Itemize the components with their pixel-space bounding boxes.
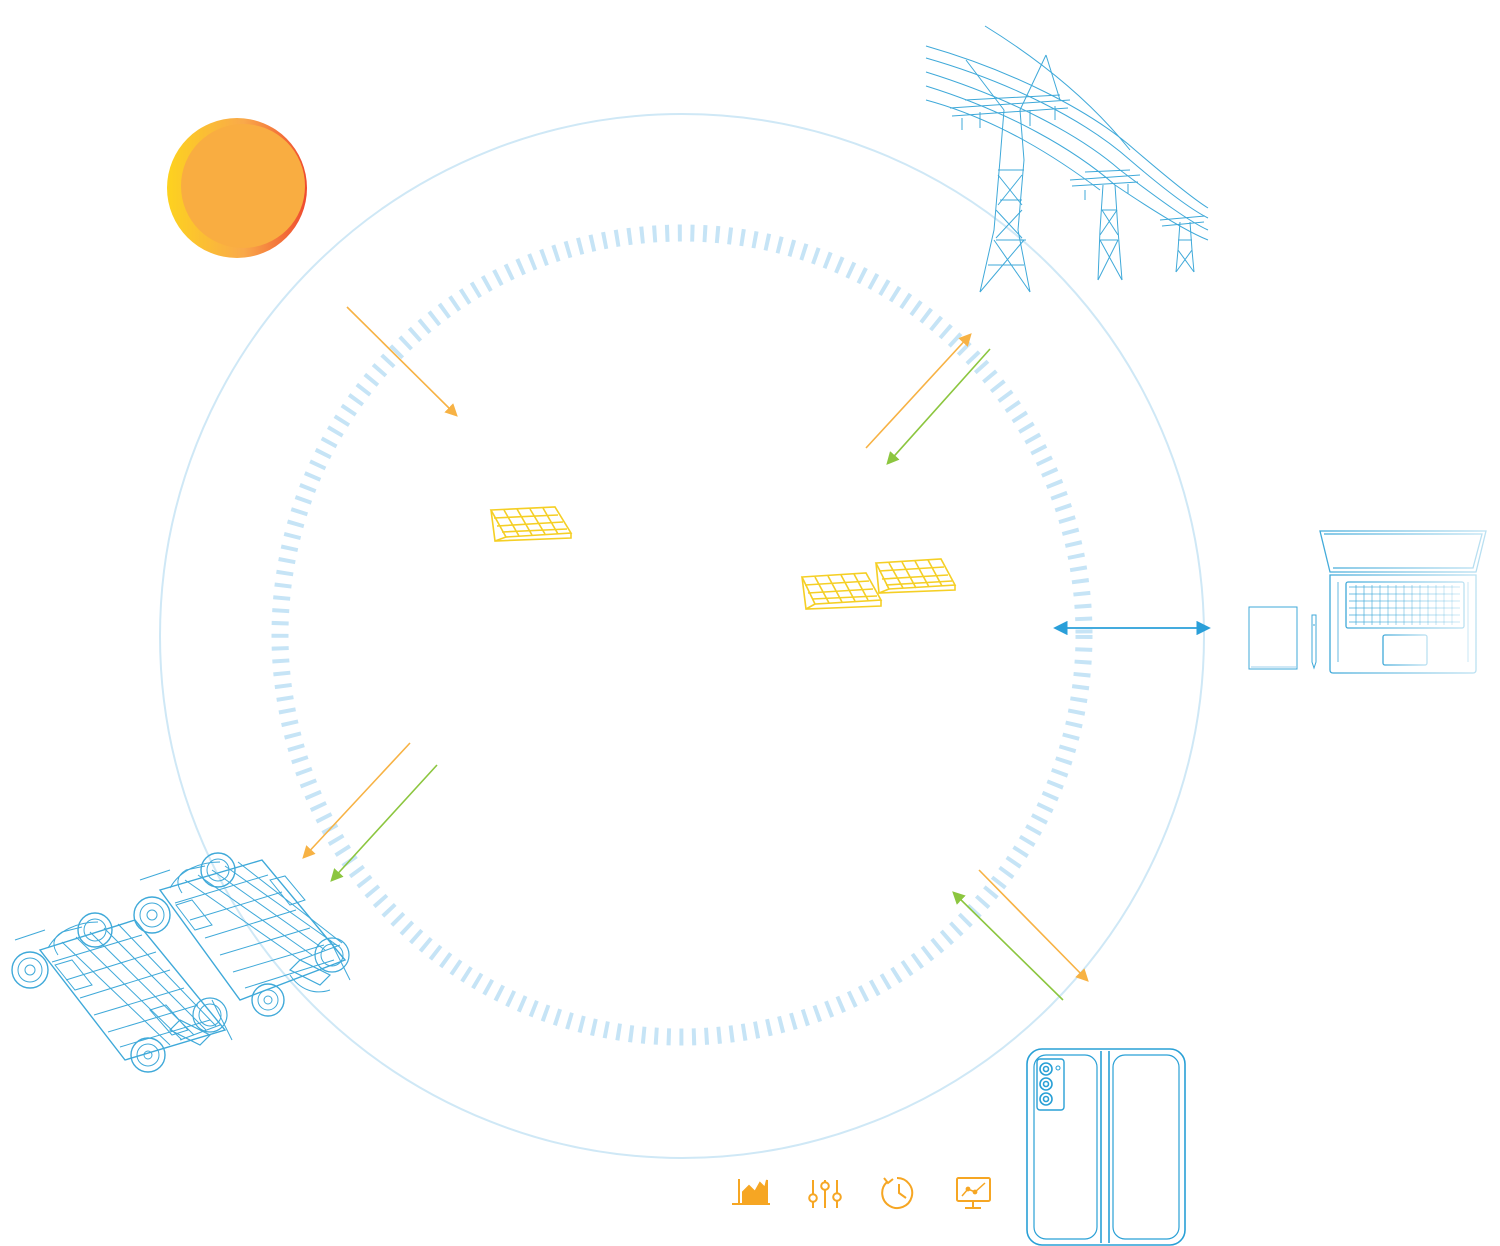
clock-history-icon — [881, 1176, 914, 1209]
arrow-phone-to-center — [952, 891, 1064, 1001]
arrow-center-to-vehicles-orange — [302, 742, 411, 859]
pen-icon — [1311, 614, 1317, 670]
outer-orbit-ring — [159, 113, 1205, 1159]
power-transmission-towers-icon — [925, 25, 1209, 293]
sun-icon — [167, 118, 307, 258]
arrow-center-to-grid — [865, 333, 972, 449]
foldable-phone-icon — [1026, 1048, 1186, 1246]
laptop-icon — [1319, 530, 1487, 674]
arrow-center-to-vehicles-green — [330, 764, 438, 882]
ev-chassis-icon — [11, 852, 351, 1073]
arrow-grid-to-center — [886, 348, 991, 465]
monitor-line-chart-icon — [956, 1177, 991, 1209]
arrow-sun-to-center — [346, 306, 458, 417]
area-chart-icon — [732, 1179, 770, 1205]
arrow-center-to-phone — [978, 869, 1089, 982]
inner-dashed-ring — [271, 224, 1093, 1046]
solar-panel-icon — [489, 506, 573, 542]
equalizer-sliders-icon — [808, 1180, 842, 1208]
solar-panel-array-icon — [800, 558, 957, 610]
notepad-icon — [1248, 606, 1298, 670]
